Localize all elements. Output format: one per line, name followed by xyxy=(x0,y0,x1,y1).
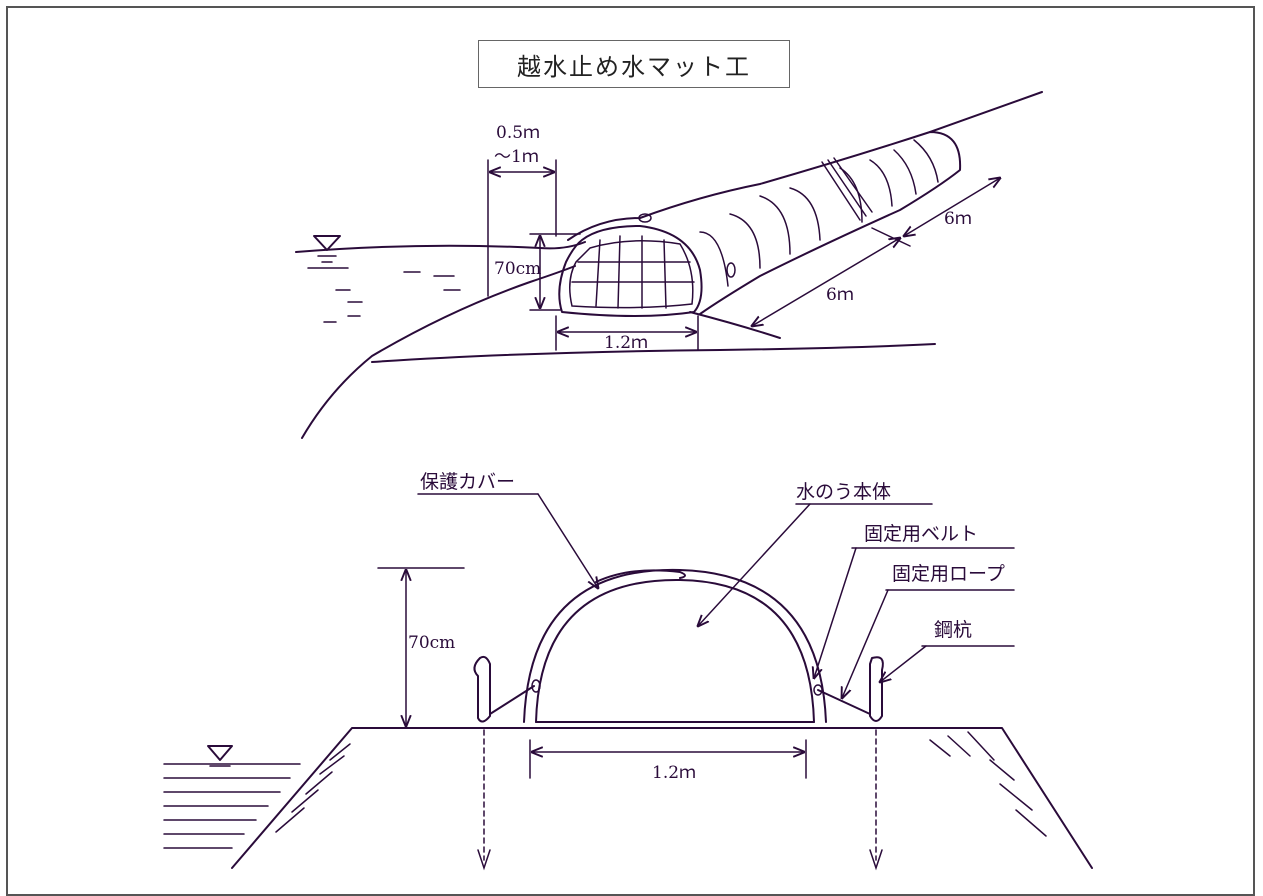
embankment-slope xyxy=(301,265,576,439)
height-dimension-label: 70cm xyxy=(494,259,541,279)
callout-cover-label: 保護カバー xyxy=(420,471,515,493)
width-dimension: 1.2ｍ xyxy=(555,315,699,353)
callout-stake: 鋼杭 xyxy=(880,619,1015,682)
embankment-crest xyxy=(371,343,936,363)
callout-rope-label: 固定用ロープ xyxy=(892,563,1005,585)
stake-right xyxy=(813,656,884,871)
stake-left xyxy=(473,655,541,871)
gap-dimension-label-1: 0.5ｍ xyxy=(496,123,540,143)
height-dimension: 70cm xyxy=(494,233,581,311)
callout-body-label: 水のう本体 xyxy=(796,481,891,503)
callout-body: 水のう本体 xyxy=(698,481,933,626)
levee-outline xyxy=(231,727,1093,869)
gap-dimension: 0.5ｍ ～1ｍ xyxy=(487,123,557,297)
water-surface-line xyxy=(295,241,586,253)
cross-section-view: 70cm 1.2ｍ 保護カバー 水のう本体 固定用ベルト 固定用ロープ xyxy=(163,471,1093,871)
length-dimension-label-a: 6ｍ xyxy=(826,285,854,305)
length-dimension: 6ｍ 6ｍ xyxy=(752,178,1000,326)
callout-cover: 保護カバー xyxy=(417,471,598,588)
slope-hatching xyxy=(275,731,1047,837)
water-mat-tube xyxy=(558,91,1043,317)
callout-stake-label: 鋼杭 xyxy=(934,619,972,641)
figure-title: 越水止め水マット工 xyxy=(478,40,790,88)
width-dimension-label: 1.2ｍ xyxy=(604,333,648,353)
callout-belt-label: 固定用ベルト xyxy=(864,523,978,545)
perspective-view: 0.5ｍ ～1ｍ 70cm 1.2ｍ 6ｍ 6ｍ xyxy=(295,91,1043,439)
ground-line xyxy=(689,311,781,339)
length-dimension-label-b: 6ｍ xyxy=(944,209,972,229)
section-height-label: 70cm xyxy=(408,633,455,653)
water-bag-dome xyxy=(523,568,827,723)
section-water-level-icon xyxy=(207,745,233,767)
section-width-dimension: 1.2ｍ xyxy=(529,739,807,783)
water-level-icon xyxy=(307,235,349,269)
gap-dimension-label-2: ～1ｍ xyxy=(494,147,539,167)
callout-rope: 固定用ロープ xyxy=(842,563,1015,698)
section-height-dimension: 70cm xyxy=(377,567,465,726)
callout-belt: 固定用ベルト xyxy=(814,523,1015,678)
water-hatching xyxy=(323,271,461,323)
section-water-hatching xyxy=(163,763,301,849)
section-width-label: 1.2ｍ xyxy=(652,763,696,783)
